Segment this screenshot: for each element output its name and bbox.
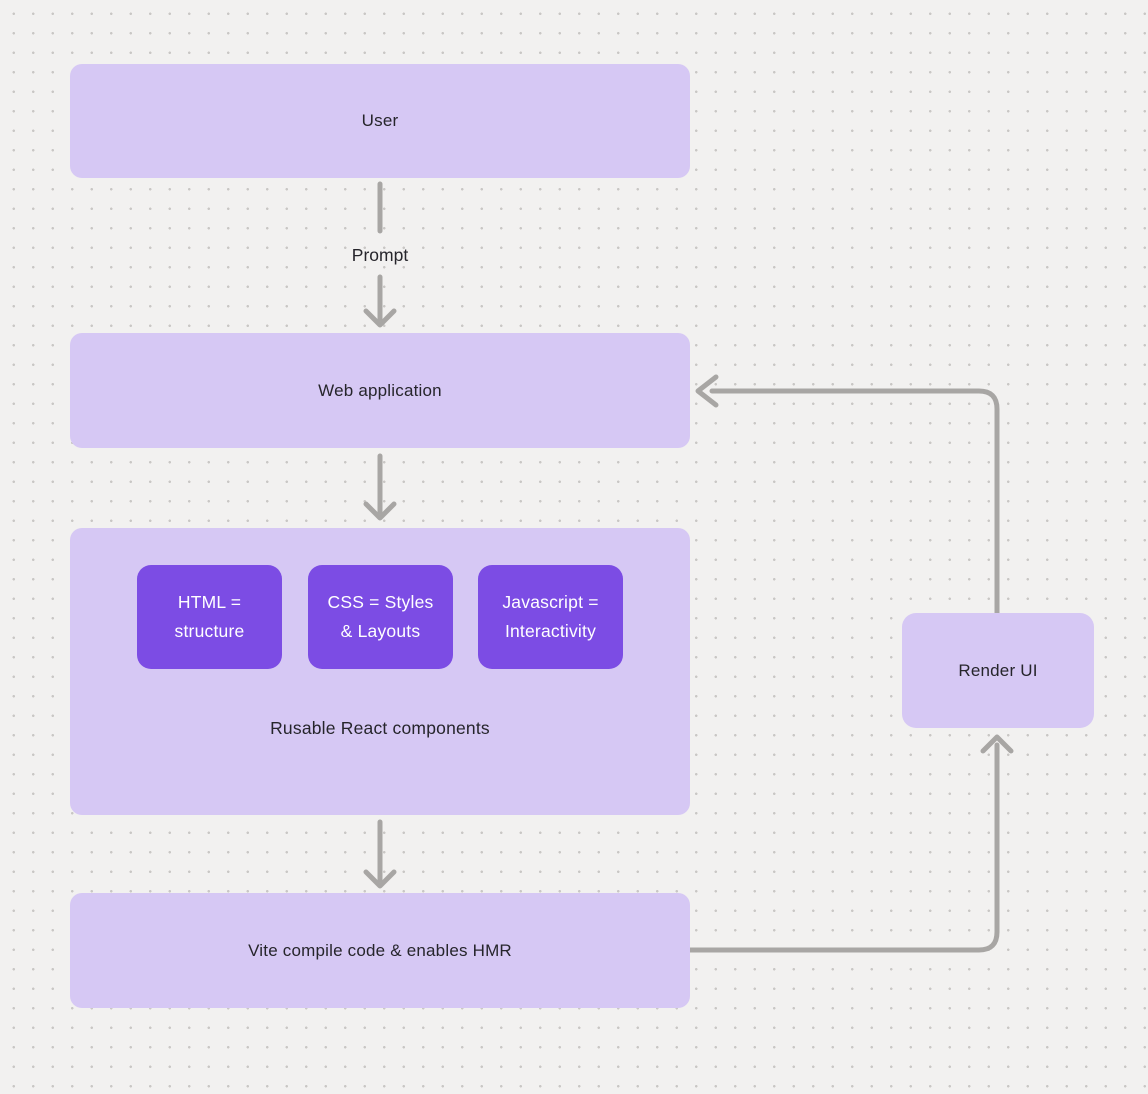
node-web-application: Web application [70, 333, 690, 448]
edge-prompt-label: Prompt [351, 245, 409, 265]
node-javascript-chip: Javascript = Interactivity [478, 565, 623, 669]
node-react-components-caption: Rusable React components [270, 718, 490, 738]
node-html-chip-label: HTML = structure [174, 592, 245, 641]
edge-vite-render-line [687, 742, 1000, 953]
node-render-ui: Render UI [902, 613, 1094, 728]
node-render-ui-label: Render UI [958, 660, 1038, 680]
node-user: User [70, 64, 690, 178]
edge-web-components-arrowhead [363, 501, 397, 521]
node-javascript-chip-label: Javascript = Interactivity [502, 592, 599, 641]
node-css-chip: CSS = Styles & Layouts [308, 565, 453, 669]
node-html-chip: HTML = structure [137, 565, 282, 669]
node-vite-label: Vite compile code & enables HMR [248, 940, 512, 960]
edge-vite-render-arrowhead [980, 734, 1014, 754]
edge-render-web-arrowhead [695, 374, 719, 408]
node-react-components-group: HTML = structure CSS = Styles & Layouts … [70, 528, 690, 815]
node-web-application-label: Web application [318, 380, 442, 400]
edge-components-vite-arrowhead [363, 869, 397, 889]
node-vite: Vite compile code & enables HMR [70, 893, 690, 1008]
node-user-label: User [361, 111, 399, 130]
node-css-chip-label: CSS = Styles & Layouts [327, 592, 434, 641]
edge-user-web-arrowhead [363, 308, 397, 328]
edge-render-web-line [709, 388, 1000, 616]
